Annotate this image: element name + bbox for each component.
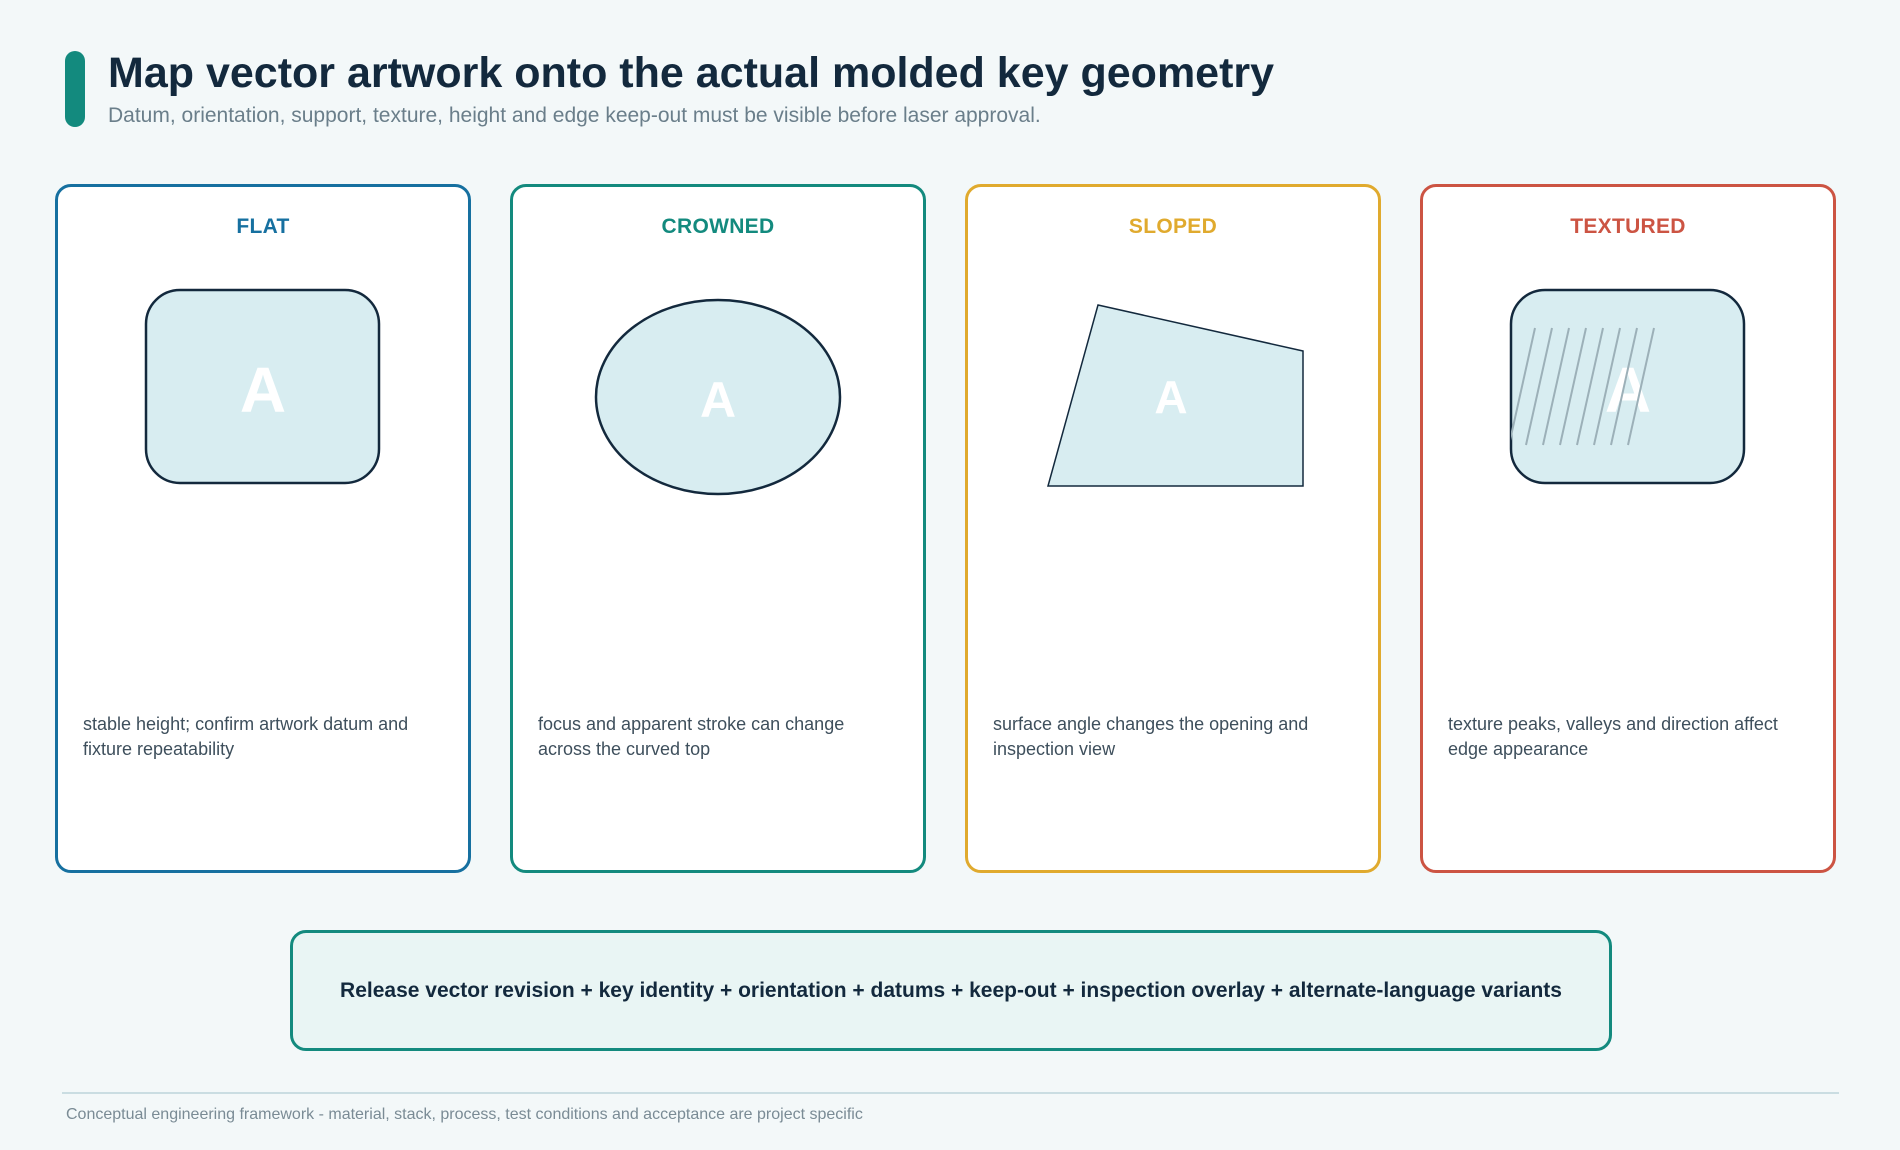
card-crowned: CROWNED A focus and apparent stroke can … — [510, 184, 926, 873]
title-accent-bar — [65, 51, 85, 127]
card-sloped: SLOPED A surface angle changes the openi… — [965, 184, 1381, 873]
release-summary-text: Release vector revision + key identity +… — [340, 978, 1562, 1002]
card-title-textured: TEXTURED — [1570, 215, 1686, 238]
page-title: Map vector artwork onto the actual molde… — [108, 49, 1275, 97]
sloped-key-glyph: A — [1154, 371, 1187, 423]
card-flat: FLAT A stable height; confirm artwork da… — [55, 184, 471, 873]
card-title-crowned: CROWNED — [661, 215, 775, 238]
sloped-key-shape: A — [1047, 304, 1304, 487]
card-textured: TEXTURED A texture peaks, valleys and di… — [1420, 184, 1836, 873]
card-title-sloped: SLOPED — [1128, 215, 1218, 238]
card-desc-textured: texture peaks, valleys and direction aff… — [1448, 714, 1778, 759]
footer-divider — [62, 1092, 1839, 1094]
crowned-key-glyph: A — [700, 372, 736, 428]
flat-key-shape: A — [144, 288, 381, 485]
page-subtitle: Datum, orientation, support, texture, he… — [108, 104, 1041, 127]
card-title-flat: FLAT — [236, 215, 290, 238]
footer-note: Conceptual engineering framework - mater… — [66, 1106, 863, 1123]
textured-key-shape: A — [1509, 288, 1746, 485]
flat-key-glyph: A — [240, 354, 286, 426]
card-desc-flat: stable height; confirm artwork datum and… — [83, 714, 409, 759]
card-desc-sloped: surface angle changes the opening and in… — [993, 714, 1309, 759]
card-desc-crowned: focus and apparent stroke can change acr… — [538, 714, 845, 759]
crowned-key-shape: A — [594, 298, 842, 496]
texture-hatch — [1511, 327, 1655, 446]
release-summary-box: Release vector revision + key identity +… — [290, 930, 1612, 1051]
